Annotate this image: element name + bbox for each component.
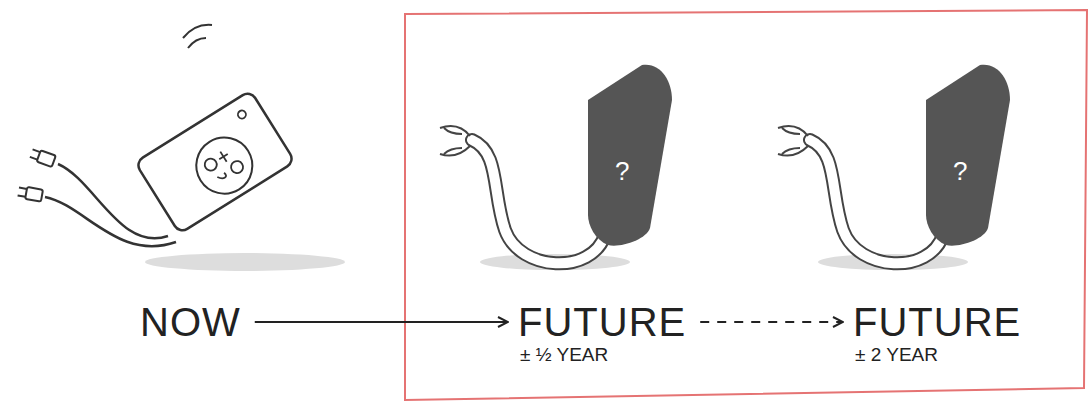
future-device (778, 65, 1010, 270)
time-range: ± 2 YEAR (855, 344, 1021, 366)
time-arrow (700, 321, 843, 323)
future-frame (405, 10, 1087, 400)
unknown-mark: ? (615, 156, 629, 186)
current-device (17, 25, 345, 271)
stage-label: FUTURE± ½ YEAR (518, 300, 686, 366)
future-device (440, 65, 672, 270)
stage-title: FUTURE (518, 300, 686, 344)
stage-title: NOW (140, 300, 241, 344)
stage-label: FUTURE± 2 YEAR (853, 300, 1021, 366)
unknown-mark: ? (953, 156, 967, 186)
time-range: ± ½ YEAR (520, 344, 686, 366)
time-arrow (255, 321, 508, 323)
stage-label: NOW (140, 300, 241, 344)
stage-title: FUTURE (853, 300, 1021, 344)
